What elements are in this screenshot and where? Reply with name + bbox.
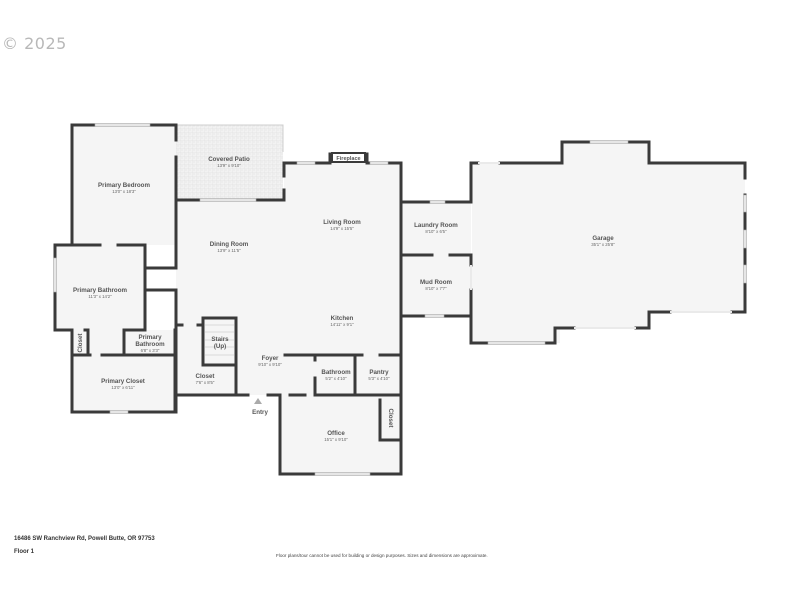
room-garage: Garage [592,235,614,242]
room-stairs: Stairs [211,336,229,343]
walls [53,123,747,476]
room-foyer: Foyer [262,355,279,362]
svg-text:9'10" x 9'10": 9'10" x 9'10" [258,362,282,367]
room-living-room: Living Room [323,219,361,226]
room-closet-small: Closet [77,334,84,353]
svg-text:7'6" x 8'5": 7'6" x 8'5" [196,380,215,385]
copyright-watermark: © 2025 [2,34,67,53]
svg-text:15'1" x 9'10": 15'1" x 9'10" [324,437,348,442]
svg-text:35'1" x 25'8": 35'1" x 25'8" [591,242,615,247]
room-primary-bathroom-small: Primary [138,334,162,341]
room-mud-room: Mud Room [420,279,452,286]
svg-text:13'0" x 18'3": 13'0" x 18'3" [112,189,136,194]
room-closet-foyer: Closet [196,373,215,380]
disclaimer-text: Floor plans/tour cannot be used for buil… [276,553,488,558]
stairs-treads [205,324,234,356]
svg-text:(Up): (Up) [214,343,226,350]
room-office: Office [327,430,345,437]
entry-arrow-icon [254,398,262,404]
svg-text:8'10" x 6'5": 8'10" x 6'5" [425,229,447,234]
room-office-closet: Closet [387,409,394,428]
svg-text:5'3" x 4'10": 5'3" x 4'10" [368,376,390,381]
room-covered-patio: Covered Patio [208,156,250,163]
room-dining-room: Dining Room [210,241,249,248]
room-labels: Primary Bedroom 13'0" x 18'3" Covered Pa… [73,156,615,442]
floor-label: Floor 1 [14,549,35,555]
property-address: 16486 SW Ranchview Rd, Powell Butte, OR … [14,536,155,542]
svg-text:11'3" x 14'2": 11'3" x 14'2" [88,294,112,299]
svg-text:Bathroom: Bathroom [135,341,165,348]
room-primary-bathroom: Primary Bathroom [73,287,127,294]
covered-patio-tiles [176,125,283,200]
svg-text:8'10" x 7'7": 8'10" x 7'7" [425,286,447,291]
fireplace-box [331,152,366,163]
svg-text:14'9" x 15'5": 14'9" x 15'5" [330,226,354,231]
windows [53,123,747,476]
room-bathroom: Bathroom [321,369,351,376]
svg-text:13'9" x 9'10": 13'9" x 9'10" [217,163,241,168]
svg-text:14'11" x 9'1": 14'11" x 9'1" [330,322,354,327]
svg-text:13'0" x 6'11": 13'0" x 6'11" [111,385,135,390]
room-kitchen: Kitchen [331,315,354,322]
room-pantry: Pantry [369,369,389,376]
room-laundry-room: Laundry Room [414,222,458,229]
room-primary-bedroom: Primary Bedroom [98,182,150,189]
entry-label: Entry [252,409,268,416]
svg-text:5'2" x 4'10": 5'2" x 4'10" [325,376,347,381]
svg-text:6'8" x 3'3": 6'8" x 3'3" [141,348,160,353]
room-fireplace: Fireplace [336,156,360,162]
svg-text:13'9" x 11'5": 13'9" x 11'5" [217,248,241,253]
room-primary-closet: Primary Closet [101,378,145,385]
